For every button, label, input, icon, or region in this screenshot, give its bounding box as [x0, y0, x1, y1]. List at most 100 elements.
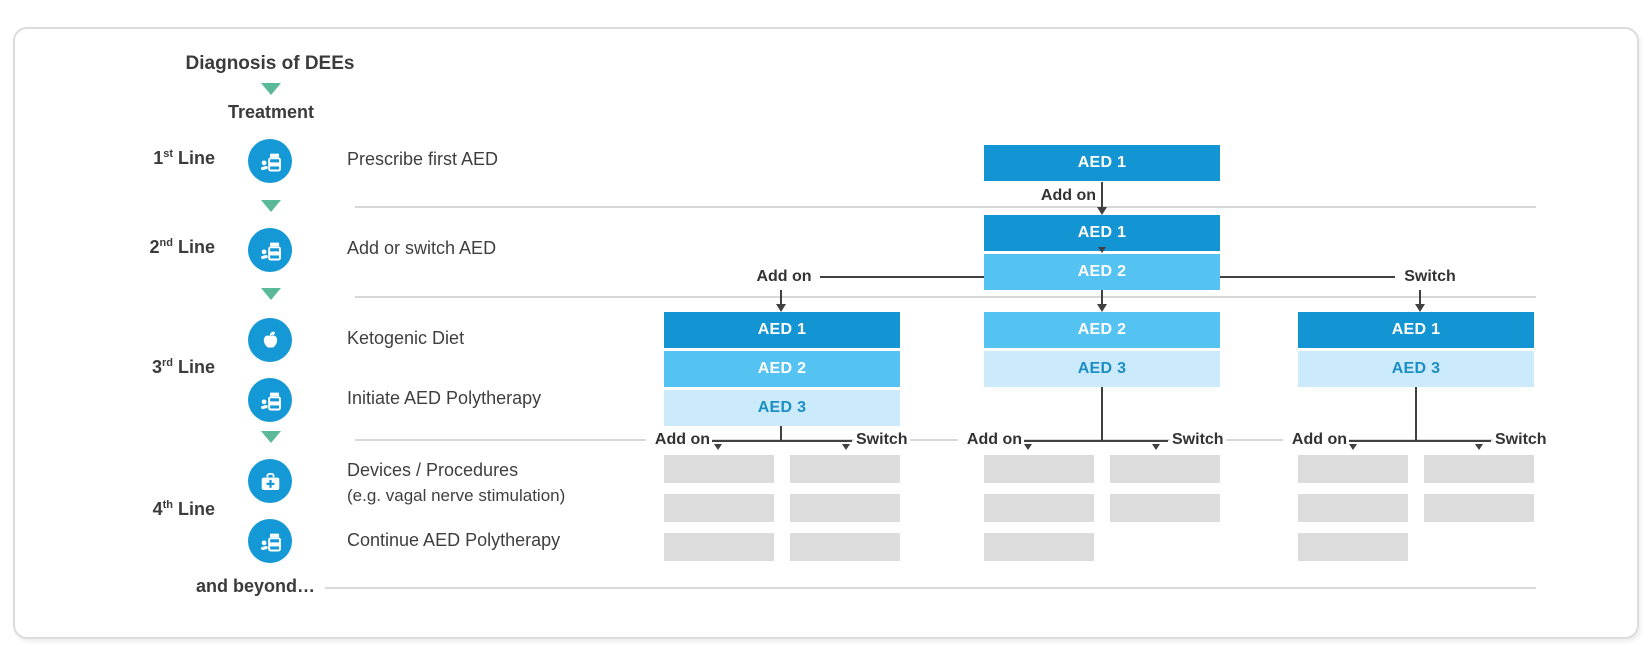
connector-line [1101, 290, 1103, 305]
line-2-icon-circle [248, 228, 292, 272]
arrow-down-icon [1024, 444, 1032, 450]
row-separator [325, 587, 1536, 589]
aed-box: AED 1 [984, 145, 1220, 181]
aed-box: AED 2 [984, 254, 1220, 290]
aed-box: AED 1 [1298, 312, 1534, 348]
line-1-ordinal: st [163, 148, 173, 160]
connector-line [1101, 387, 1103, 442]
line-4-polytherapy-icon-circle [248, 519, 292, 563]
addon-label: Add on [646, 431, 712, 449]
connector-line [1419, 290, 1421, 305]
switch-label: Switch [1493, 431, 1549, 449]
medication-bottle-icon [260, 242, 281, 260]
connector-line [1101, 182, 1103, 208]
medication-bottle-icon [260, 533, 281, 551]
placeholder-box [1424, 494, 1534, 522]
down-triangle-icon [261, 83, 281, 95]
down-triangle-icon [261, 431, 281, 443]
line-4-description-2: Continue AED Polytherapy [347, 530, 561, 550]
aed-box: AED 2 [984, 312, 1220, 348]
row-separator [355, 206, 1536, 208]
arrow-down-icon [714, 444, 722, 450]
placeholder-box [664, 455, 774, 483]
connector-line [1415, 387, 1417, 442]
placeholder-box [664, 533, 774, 561]
aed-box: AED 3 [984, 351, 1220, 387]
line-3-number: 3 [151, 357, 162, 377]
row-separator [355, 439, 1536, 441]
aed-box: AED 3 [1298, 351, 1534, 387]
placeholder-box [984, 494, 1094, 522]
addon-label: Add on [958, 431, 1024, 449]
connector-line [780, 426, 782, 442]
arrow-down-icon [842, 444, 850, 450]
arrow-down-icon [776, 304, 786, 312]
arrow-down-icon [1152, 444, 1160, 450]
line-3-ketogenic-icon-circle [248, 318, 292, 362]
placeholder-box [1298, 494, 1408, 522]
medication-bottle-icon [260, 153, 281, 171]
arrow-down-icon [1349, 444, 1357, 450]
placeholder-box [984, 533, 1094, 561]
treatment-heading: Treatment [227, 102, 315, 122]
placeholder-box [790, 494, 900, 522]
connector-line [710, 440, 852, 442]
connector-line [780, 290, 782, 305]
placeholder-box [790, 455, 900, 483]
arrow-down-icon [1098, 247, 1106, 253]
arrow-down-icon [1475, 444, 1483, 450]
line-1-label: 1st Line [85, 148, 215, 169]
placeholder-box [1424, 455, 1534, 483]
arrow-down-icon [1097, 207, 1107, 215]
line-1-number: 1 [153, 148, 164, 168]
placeholder-box [1110, 455, 1220, 483]
placeholder-box [790, 533, 900, 561]
placeholder-box [664, 494, 774, 522]
addon-label: Add on [756, 268, 812, 285]
line-3-description-2: Initiate AED Polytherapy [347, 388, 542, 408]
medication-bottle-icon [260, 392, 281, 410]
down-triangle-icon [261, 288, 281, 300]
line-2-ordinal: nd [159, 237, 173, 249]
line-4-label: 4th Line [85, 499, 215, 520]
line-2-number: 2 [149, 237, 160, 257]
line-4-description-1: Devices / Procedures (e.g. vagal nerve s… [347, 458, 565, 508]
line-4-devices-icon-circle [248, 459, 292, 503]
line-4-number: 4 [152, 499, 163, 519]
line-4-word: Line [177, 499, 215, 519]
page-title: Diagnosis of DEEs [185, 53, 355, 74]
switch-label: Switch [854, 431, 910, 449]
placeholder-box [1110, 494, 1220, 522]
line-1-word: Line [177, 148, 215, 168]
line-3-description-1: Ketogenic Diet [347, 328, 465, 348]
line-1-icon-circle [248, 139, 292, 183]
addon-label: Add on [1000, 187, 1098, 205]
arrow-down-icon [1415, 304, 1425, 312]
medical-bag-icon [261, 472, 279, 490]
devices-procedures-subtext: (e.g. vagal nerve stimulation) [347, 486, 566, 505]
down-triangle-icon [261, 200, 281, 212]
line-2-label: 2nd Line [85, 237, 215, 258]
line-4-ordinal: th [162, 499, 173, 511]
row-separator [355, 296, 1536, 298]
connector-line [1220, 276, 1395, 278]
arrow-down-icon [1097, 304, 1107, 312]
and-beyond-label: and beyond… [196, 576, 316, 596]
devices-procedures-text: Devices / Procedures [347, 460, 519, 480]
line-2-word: Line [177, 237, 215, 257]
addon-label: Add on [1283, 431, 1349, 449]
line-3-polytherapy-icon-circle [248, 378, 292, 422]
connector-line [1347, 440, 1491, 442]
connector-line [820, 276, 984, 278]
apple-icon [263, 331, 277, 348]
connector-line [1022, 440, 1168, 442]
diagram-frame [13, 27, 1639, 639]
aed-box: AED 2 [664, 351, 900, 387]
line-3-ordinal: rd [161, 357, 173, 369]
aed-box: AED 1 [664, 312, 900, 348]
aed-box: AED 1 [984, 215, 1220, 251]
switch-label: Switch [1404, 268, 1456, 285]
line-1-description: Prescribe first AED [347, 149, 499, 169]
